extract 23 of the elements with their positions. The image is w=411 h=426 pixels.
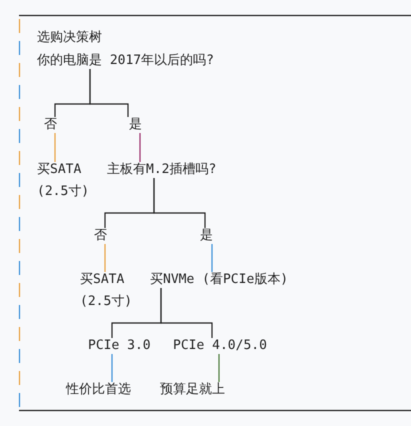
connector-line xyxy=(54,133,56,162)
branch-label: PCIe 3.0 xyxy=(88,335,151,357)
branch-label: 是 xyxy=(129,114,142,136)
answer-text: 买NVMe (看PCIe版本) xyxy=(150,269,288,291)
tree-branch xyxy=(89,69,129,117)
connector-line xyxy=(218,354,220,382)
question-text: 你的电脑是 2017年以后的吗? xyxy=(37,50,214,72)
answer-text: 性价比首选 xyxy=(66,379,131,401)
title: 选购决策树 xyxy=(37,29,102,47)
branch-label: 否 xyxy=(44,114,57,136)
tree-branch xyxy=(160,288,213,338)
answer-text: 预算足就上 xyxy=(160,379,225,401)
question-text: 主板有M.2插槽吗? xyxy=(107,159,216,181)
branch-label: 是 xyxy=(200,225,213,247)
answer-text: 买SATA (2.5寸) xyxy=(37,159,99,203)
answer-text: 买SATA (2.5寸) xyxy=(80,269,142,313)
tree-branch xyxy=(153,178,206,228)
branch-label: PCIe 4.0/5.0 xyxy=(173,335,267,357)
connector-line xyxy=(139,133,141,162)
connector-line xyxy=(211,244,213,272)
connector-line xyxy=(104,244,106,272)
connector-line xyxy=(111,354,113,382)
branch-label: 否 xyxy=(94,225,107,247)
